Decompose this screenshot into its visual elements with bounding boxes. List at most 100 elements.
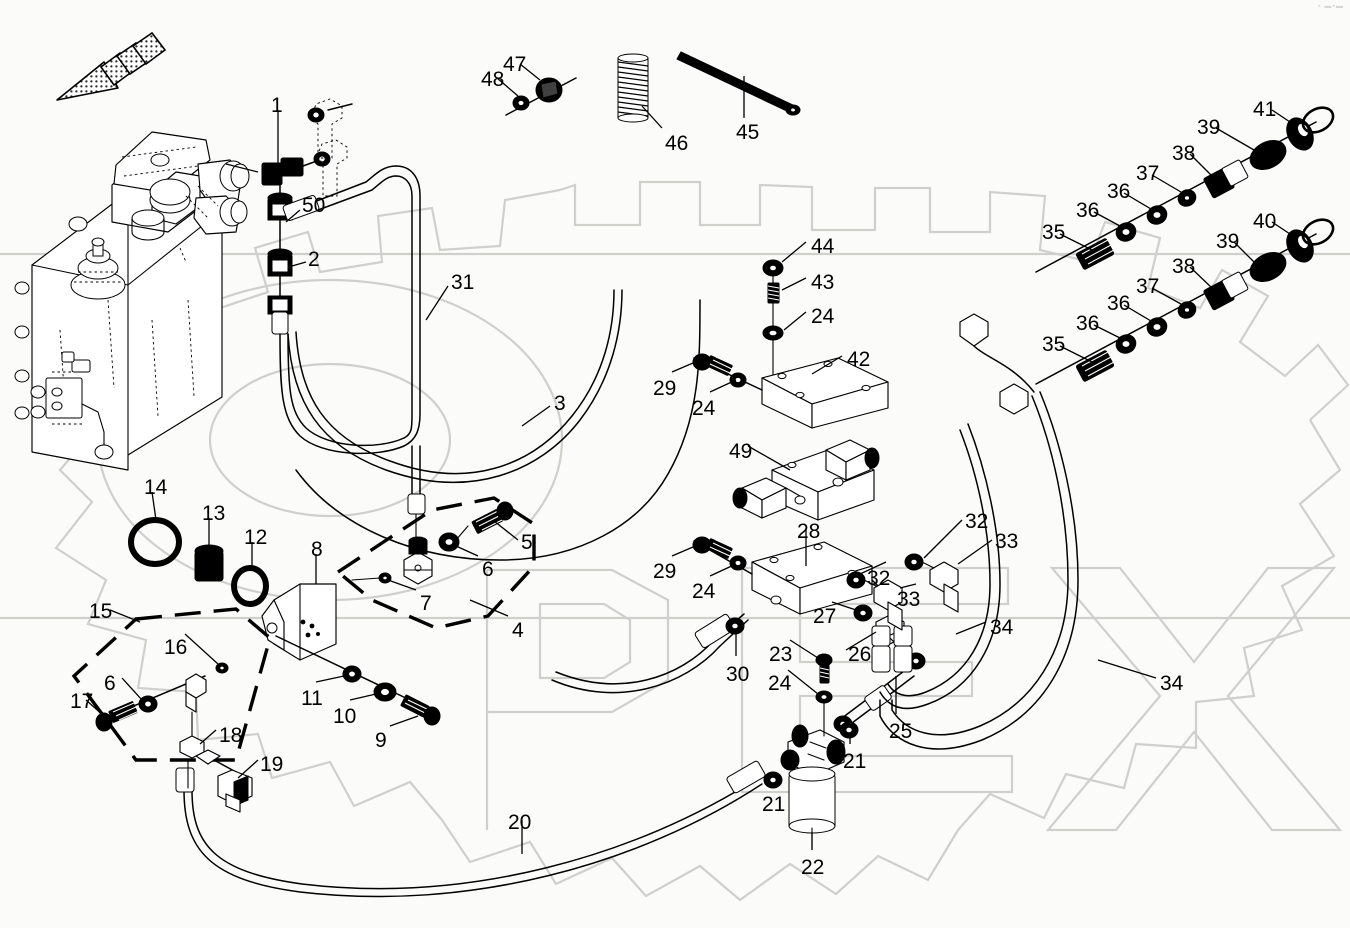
watermark-gear: [54, 180, 1350, 902]
callout-number-11: 11: [301, 687, 323, 710]
callout-number-36: 36: [1076, 199, 1100, 222]
phantom-elbow-upper: [307, 98, 353, 159]
callout-number-24: 24: [692, 580, 716, 603]
o-ring-12: [231, 565, 269, 607]
pump-housing-8: [261, 583, 411, 701]
callout-number-42: 42: [847, 348, 871, 371]
callout-number-44: 44: [811, 235, 835, 258]
hose-end-nut-31: [267, 295, 293, 315]
callout-number-32: 32: [965, 510, 989, 533]
callout-number-21: 21: [843, 750, 867, 773]
bolt-29-washer-24-upper: [692, 353, 763, 391]
callout-number-3: 3: [554, 392, 566, 415]
callout-number-41: 41: [1253, 98, 1277, 121]
watermark-letter-e: [740, 566, 1014, 794]
hydraulic-hose-20: [175, 760, 766, 898]
top-fitting-stack: [261, 98, 426, 546]
callout-number-18: 18: [219, 724, 243, 747]
callout-number-30: 30: [726, 663, 750, 686]
cap-nut-44-spring-43: [762, 259, 784, 383]
adapter-sleeve-35-upper: [1075, 238, 1115, 270]
callout-number-16: 16: [164, 636, 188, 659]
callout-number-8: 8: [311, 538, 323, 561]
tank-mount-bolts: [14, 281, 30, 420]
leader-lines: [85, 63, 1297, 854]
callout-number-31: 31: [451, 271, 475, 294]
callout-number-35: 35: [1042, 221, 1066, 244]
callout-number-43: 43: [811, 271, 835, 294]
solenoid-valve-49: [732, 439, 880, 521]
corner-mark: ▪ ▬▪▬: [1318, 3, 1344, 10]
callout-number-5: 5: [521, 531, 533, 554]
callout-number-36: 36: [1107, 180, 1131, 203]
detail-group-box-4: [335, 496, 536, 630]
callout-number-22: 22: [801, 856, 825, 879]
callout-number-2: 2: [308, 248, 320, 271]
o-ring-14: [128, 517, 182, 567]
hydraulic-filter-22: [763, 653, 859, 849]
callout-number-38: 38: [1172, 255, 1196, 278]
callout-number-49: 49: [729, 440, 753, 463]
quick-coupler-40: [1286, 218, 1335, 263]
coupling-nut-38-upper: [1203, 159, 1249, 199]
nut-47-washer-48: [505, 77, 577, 116]
callout-number-50: 50: [302, 194, 326, 217]
callout-number-10: 10: [333, 705, 357, 728]
callout-number-46: 46: [665, 132, 689, 155]
hydraulic-hose-3: [287, 289, 623, 483]
callout-number-48: 48: [481, 68, 505, 91]
callout-number-29: 29: [653, 377, 677, 400]
callout-number-36: 36: [1107, 292, 1131, 315]
detail-group-box-15: [71, 607, 272, 762]
coupler-assembly-lower: [1035, 218, 1335, 385]
callout-number-24: 24: [692, 397, 716, 420]
callout-number-17: 17: [70, 690, 94, 713]
callout-number-33: 33: [897, 588, 921, 611]
callout-number-4: 4: [512, 619, 524, 642]
tank-filler-cap: [70, 237, 126, 300]
callout-number-20: 20: [508, 811, 532, 834]
hose-to-manifold-30: [551, 613, 749, 694]
bracket-16-17-detail: [95, 662, 253, 813]
elbow-33-nut-32-pair: [846, 553, 959, 631]
callout-number-23: 23: [769, 643, 793, 666]
bushing-13: [194, 544, 224, 582]
adapter-sleeve-35-lower: [1075, 350, 1115, 382]
orientation-arrow-icon: [56, 31, 167, 101]
callout-number-36: 36: [1076, 312, 1100, 335]
coupling-nut-38-lower: [1203, 271, 1249, 311]
elbow-fitting-7-bolt-5-washer-6: [351, 501, 514, 585]
watermark-letter-p: [485, 568, 670, 830]
callout-number-13: 13: [202, 502, 226, 525]
adapter-fitting-2: [267, 248, 293, 277]
callout-number-9: 9: [375, 729, 387, 752]
hydraulic-hose-3-main: [295, 299, 701, 561]
hydraulic-reservoir-tank: [14, 131, 250, 471]
tank-drain-valve: [30, 351, 114, 460]
washer-11-10-bolt-9: [342, 665, 441, 726]
bolt-29-washer-24-lower: [692, 536, 753, 575]
callout-number-6: 6: [104, 672, 116, 695]
callout-number-37: 37: [1136, 275, 1160, 298]
watermark-letter-x: [1045, 566, 1343, 832]
callout-number-6: 6: [482, 558, 494, 581]
callout-number-21: 21: [762, 793, 786, 816]
callout-number-14: 14: [144, 476, 168, 499]
tie-rod-45: [676, 51, 801, 116]
callout-number-34: 34: [990, 616, 1014, 639]
callout-number-12: 12: [244, 526, 268, 549]
callout-number-40: 40: [1253, 210, 1277, 233]
callout-number-15: 15: [89, 600, 113, 623]
callout-number-39: 39: [1216, 230, 1240, 253]
callout-number-47: 47: [503, 53, 527, 76]
callout-number-7: 7: [420, 592, 432, 615]
callout-number-39: 39: [1197, 116, 1221, 139]
manifold-block-28: [751, 541, 873, 615]
callout-number-28: 28: [797, 520, 821, 543]
quick-coupler-41: [1286, 106, 1335, 151]
callout-number-37: 37: [1136, 162, 1160, 185]
hose-pair-34: [871, 313, 1079, 750]
callout-number-35: 35: [1042, 333, 1066, 356]
